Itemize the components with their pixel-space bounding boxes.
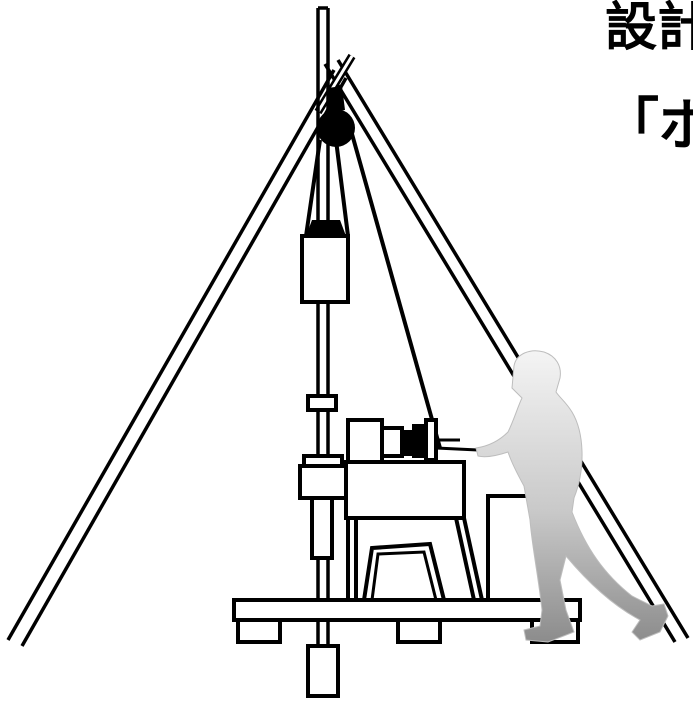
casing-bottom — [306, 644, 340, 698]
winch-rope — [304, 133, 442, 449]
tripod-frame — [6, 53, 690, 647]
drop-hammer — [300, 220, 350, 304]
heading-line-2: 「ボ — [603, 93, 693, 158]
engine-winch — [344, 418, 479, 520]
heading-line-1: 設計 — [605, 0, 693, 58]
pulley-wheel — [317, 86, 355, 147]
rod-collars — [298, 394, 348, 560]
worker-silhouette — [475, 350, 669, 643]
